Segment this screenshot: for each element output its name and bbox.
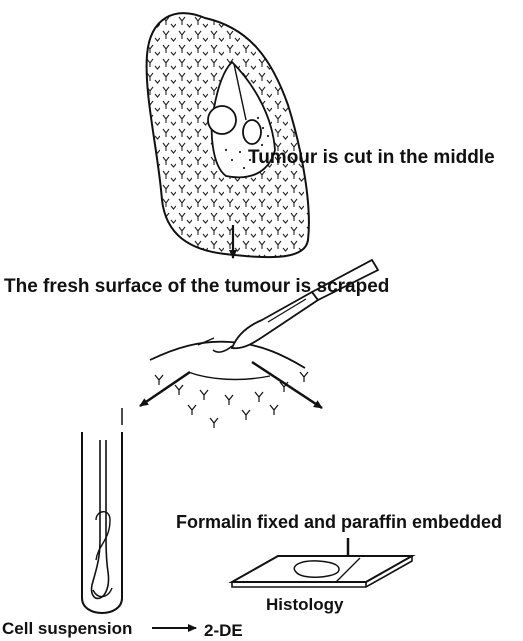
label-surface-scraped: The fresh surface of the tumour is scrap… bbox=[4, 276, 389, 298]
label-2de: 2-DE bbox=[204, 621, 243, 641]
label-tumour-cut: Tumour is cut in the middle bbox=[248, 147, 495, 169]
label-formalin-fixed: Formalin fixed and paraffin embedded bbox=[176, 512, 502, 533]
arrow-to-tube bbox=[140, 372, 190, 406]
label-cell-suspension: Cell suspension bbox=[2, 619, 132, 639]
test-tube-illustration bbox=[82, 432, 122, 613]
arrow-to-fixation bbox=[252, 362, 322, 408]
tumour-illustration bbox=[147, 13, 309, 257]
label-histology: Histology bbox=[266, 595, 343, 615]
histology-slide-illustration bbox=[232, 556, 412, 587]
